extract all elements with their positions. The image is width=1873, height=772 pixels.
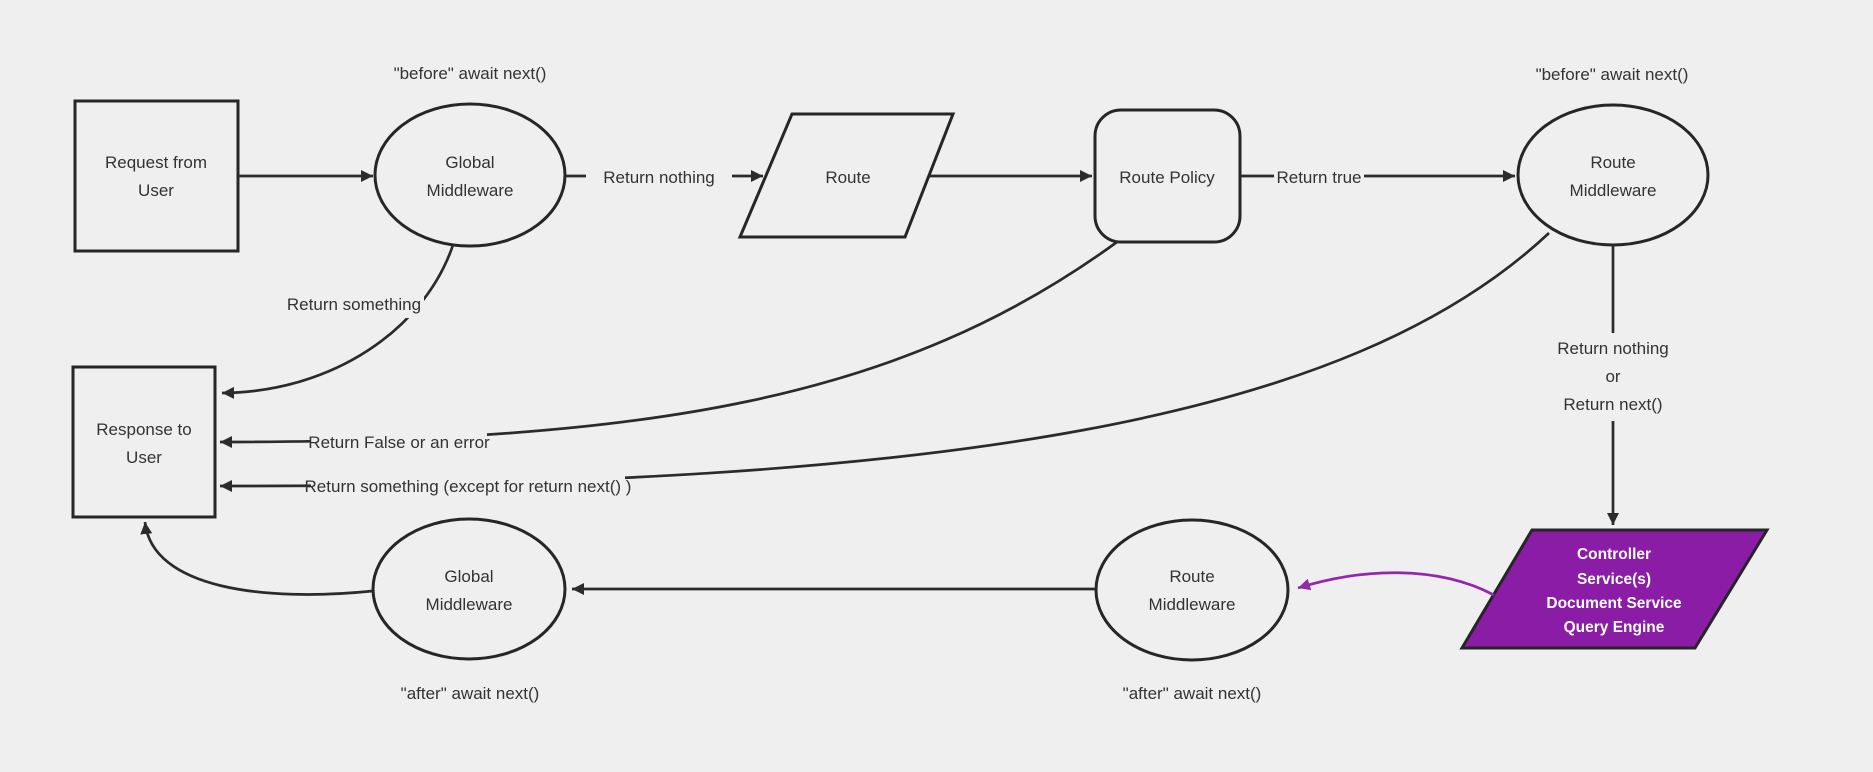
edge-label-bg (311, 473, 625, 500)
node-label-global-middleware-top-line1: Global (445, 153, 494, 172)
node-label-response-to-user-line1: Response to (96, 420, 191, 439)
node-response-to-user (71, 365, 217, 519)
edge-label-bg (586, 163, 732, 190)
node-label-request-from-user-line2: User (138, 181, 174, 200)
node-label-controller-line2: Service(s) (1577, 571, 1651, 588)
node-label-controller-line1: Controller (1577, 546, 1651, 563)
node-label-route-middleware-bottom-line2: Middleware (1149, 595, 1236, 614)
node-label-controller-line4: Query Engine (1564, 619, 1665, 636)
edge-label-bg (284, 291, 424, 318)
node-label-request-from-user-line1: Request from (105, 153, 207, 172)
edge-label-bg (311, 429, 487, 456)
node-global-middleware-top (373, 102, 567, 248)
edge-label-return-nothing-or-line3: Return next() (1563, 395, 1662, 414)
edge-label-return-something-except: Return something (except for return next… (305, 477, 632, 496)
edge-label-return-nothing-or-line1: Return nothing (1557, 339, 1669, 358)
edge-controller-to-route-middleware (1297, 571, 1495, 597)
edge-label-after-await-bottom-right: "after" await next() (1123, 684, 1262, 703)
node-label-route-middleware-bottom-line1: Route (1169, 567, 1214, 586)
edge-label-after-await-bottom-left: "after" await next() (401, 684, 540, 703)
node-controller-services (1459, 528, 1770, 650)
node-global-middleware-bottom (371, 517, 567, 661)
edge-label-return-false-or-error: Return False or an error (308, 433, 490, 452)
node-route (737, 112, 956, 239)
node-label-route: Route (825, 168, 870, 187)
edge-global-middleware-to-response (221, 244, 455, 399)
node-label-route-middleware-top-line1: Route (1590, 153, 1635, 172)
node-label-global-middleware-top-line2: Middleware (427, 181, 514, 200)
node-label-global-middleware-bottom-line1: Global (444, 567, 493, 586)
node-label-response-to-user-line2: User (126, 448, 162, 467)
node-label-route-middleware-top-line2: Middleware (1570, 181, 1657, 200)
node-label-controller-line3: Document Service (1546, 595, 1682, 612)
node-route-middleware-bottom (1094, 518, 1290, 662)
node-route-middleware-top (1516, 103, 1710, 247)
edge-label-bg (1536, 333, 1690, 421)
edge-global-middleware-to-response-bottom (140, 521, 374, 596)
edge-label-return-nothing: Return nothing (603, 168, 715, 187)
edge-label-return-true: Return true (1276, 168, 1361, 187)
edge-label-before-await-top-right: "before" await next() (1536, 65, 1689, 84)
node-label-global-middleware-bottom-line2: Middleware (426, 595, 513, 614)
edge-label-return-nothing-or-line2: or (1605, 367, 1620, 386)
node-label-route-policy: Route Policy (1119, 168, 1215, 187)
edge-label-bg (1274, 163, 1364, 190)
edge-label-before-await-top-left: "before" await next() (394, 64, 547, 83)
edge-label-return-something: Return something (287, 295, 421, 314)
node-request-from-user (73, 99, 240, 253)
